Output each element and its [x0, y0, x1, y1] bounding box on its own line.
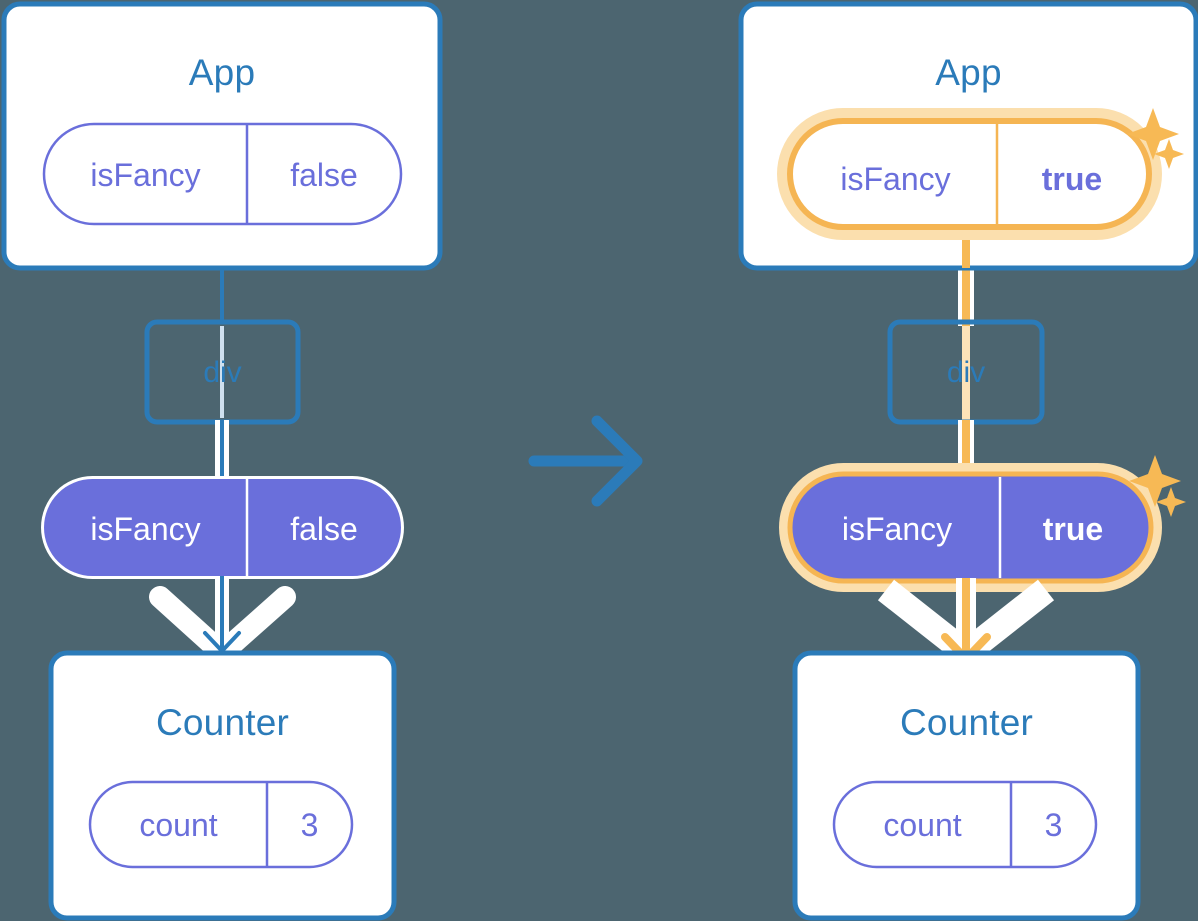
sparkle-icon-app-right [1127, 108, 1184, 169]
app-pill-ring-right [787, 118, 1152, 230]
counter-pill-right [832, 780, 1098, 869]
counter-pill-left [88, 780, 354, 869]
props-pill-ring-right [787, 471, 1154, 584]
props-pill-left [44, 479, 401, 576]
app-pill-glow-right [777, 108, 1162, 240]
app-pill-left [42, 122, 403, 226]
sparkle-icon-props-right [1129, 455, 1186, 517]
arrow-right-icon [528, 415, 643, 507]
